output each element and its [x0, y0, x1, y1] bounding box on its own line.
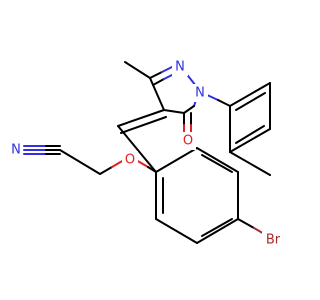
c3-n2-double-n	[163, 74, 173, 80]
nitrile-n-label: N	[11, 143, 21, 158]
label-bg-ring-n1	[192, 84, 208, 102]
ch2-o-bond-c	[99, 166, 113, 175]
aryl-ch-bond	[117, 125, 157, 173]
c-br-bond-c	[237, 218, 255, 229]
label-bg-ring-n2	[172, 58, 188, 76]
carbonyl-o-label: O	[183, 134, 193, 149]
phh-1	[229, 82, 271, 107]
molecule-canvas: N O N N O Br	[8, 58, 284, 249]
ch-c4-double-b	[120, 116, 167, 134]
ring-bond-5	[196, 147, 239, 173]
label-bg-nitrile-n	[8, 141, 23, 159]
ring-inner-double-3	[201, 154, 233, 173]
bromine-label: Br	[266, 233, 281, 248]
phh-inner-1	[235, 92, 266, 111]
n-phenyl-hex	[229, 82, 271, 153]
ring-bond-3	[196, 218, 239, 244]
ch2-bond	[59, 149, 101, 175]
ring-bond-2	[155, 218, 198, 244]
methylidene-bridge	[117, 109, 167, 173]
phh-3	[229, 128, 271, 153]
ch-c4-double-a	[117, 109, 165, 127]
label-bg-carbonyl-o	[180, 132, 196, 150]
methyl-bond	[124, 61, 151, 79]
ring-inner-double-2	[201, 218, 233, 237]
atom-labels: N O N N O Br	[8, 58, 284, 249]
c5-c4-bond	[163, 109, 185, 114]
label-bg-bromine	[262, 231, 284, 249]
n1-c5-bond-c	[183, 105, 195, 114]
label-bg-ether-o	[122, 151, 138, 169]
bromophenyl-ring	[155, 147, 267, 244]
c3-n2-bond-c	[149, 71, 163, 79]
nitrile-group	[23, 145, 101, 175]
structure-diagram: N O N N O Br	[8, 58, 284, 249]
ph-bond-2	[229, 151, 271, 176]
n1-phenyl-bond-c	[217, 99, 231, 107]
ether-o-label: O	[125, 153, 135, 168]
phh-inner-2	[235, 125, 265, 144]
c3-n2-double-c	[152, 78, 165, 86]
ring-bond-6	[155, 147, 198, 173]
ring-n1-label: N	[195, 86, 205, 101]
c4-c3-bond	[149, 77, 165, 111]
ring-n2-label: N	[175, 60, 185, 75]
